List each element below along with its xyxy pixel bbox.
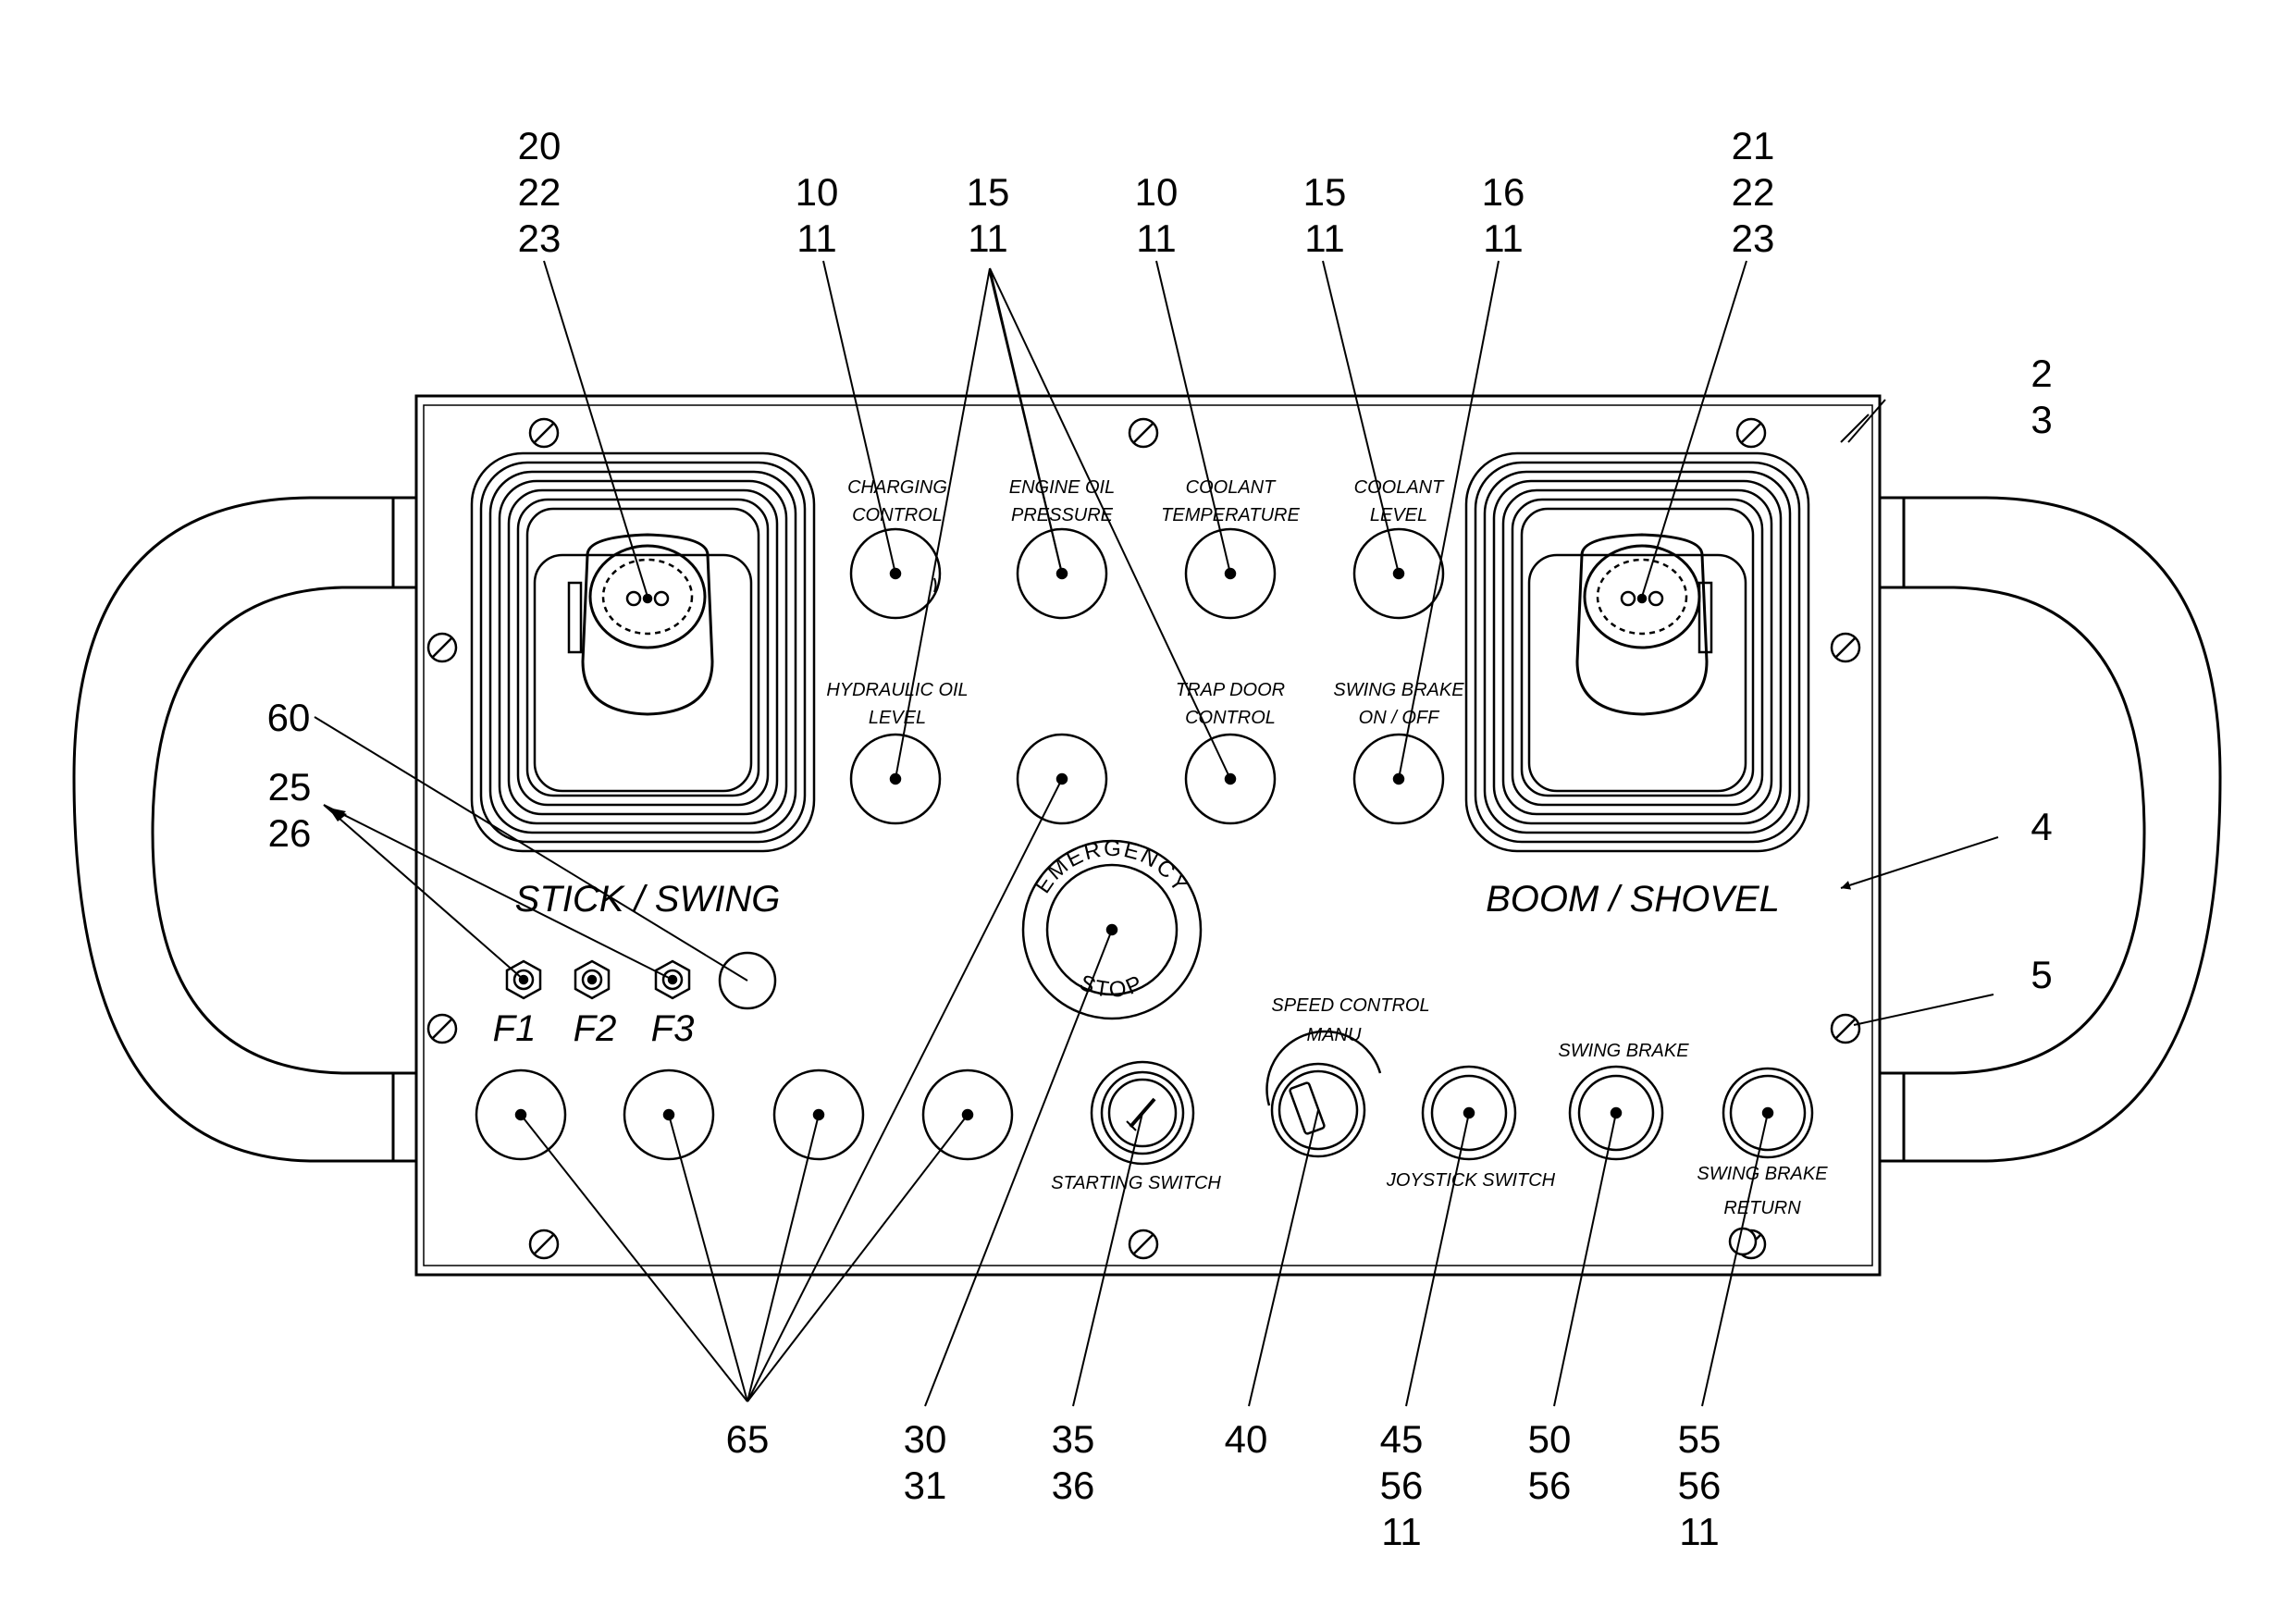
callout-40: 40	[1225, 1417, 1268, 1461]
label-f3: F3	[651, 1008, 695, 1049]
label-starting-switch: STARTING SWITCH	[1051, 1173, 1221, 1193]
label-swing-brake-return: SWING BRAKE	[1697, 1164, 1828, 1184]
left-handle	[72, 496, 416, 1163]
label-stop: STOP	[1076, 970, 1149, 1004]
callout-11: 11	[796, 216, 837, 260]
label-swing-brake: SWING BRAKE	[1333, 680, 1464, 700]
callout-22: 22	[1732, 170, 1775, 214]
callout-22: 22	[518, 170, 562, 214]
callout-20: 20	[518, 124, 562, 167]
screw	[1735, 417, 1767, 449]
right-joystick[interactable]	[1464, 451, 1810, 853]
callout-15: 15	[967, 170, 1010, 214]
panel-plate	[414, 394, 1882, 1277]
callout-56: 56	[1380, 1464, 1424, 1507]
callout-45: 45	[1380, 1417, 1424, 1461]
arrowheads-25-26	[328, 808, 347, 821]
label-control: CONTROL	[1185, 708, 1276, 728]
callout-11: 11	[1136, 216, 1177, 260]
callout-11: 11	[968, 216, 1008, 260]
callout-65: 65	[726, 1417, 770, 1461]
callout-31: 31	[904, 1464, 947, 1507]
screw	[1830, 1013, 1861, 1044]
callout-11: 11	[1679, 1510, 1720, 1553]
label-level: LEVEL	[869, 708, 926, 728]
panel-labels: CHARGING CONTROL ENGINE OIL PRESSURE COO…	[826, 477, 1828, 1218]
push-buttons[interactable]	[1421, 1065, 1814, 1256]
screw	[426, 632, 458, 663]
callout-16: 16	[1482, 170, 1525, 214]
label-control: CONTROL	[852, 505, 943, 525]
callout-10: 10	[796, 170, 839, 214]
label-return: RETURN	[1723, 1198, 1801, 1218]
callout-15: 15	[1303, 170, 1347, 214]
screw	[1128, 1229, 1159, 1260]
label-stick-swing: STICK / SWING	[515, 879, 781, 920]
label-joystick-switch: JOYSTICK SWITCH	[1386, 1170, 1556, 1191]
screw	[1830, 632, 1861, 663]
function-labels: F1 F2 F3	[493, 1008, 695, 1049]
callout-56: 56	[1678, 1464, 1722, 1507]
callout-50: 50	[1528, 1417, 1572, 1461]
leader-lines	[314, 260, 1994, 1407]
small-lamp	[1728, 1227, 1758, 1256]
blank-plugs	[475, 1068, 1014, 1161]
function-switches[interactable]	[505, 951, 777, 1010]
screw	[1128, 417, 1159, 449]
callout-11: 11	[1304, 216, 1345, 260]
callout-56: 56	[1528, 1464, 1572, 1507]
arrow-leaders	[989, 272, 1999, 890]
callout-23: 23	[1732, 216, 1775, 260]
f2-toggle-switch	[574, 959, 611, 1000]
label-f1: F1	[493, 1008, 537, 1049]
speed-control-knob[interactable]	[1265, 1030, 1382, 1158]
label-coolant: COOLANT	[1354, 477, 1445, 498]
right-handle	[1880, 496, 2222, 1163]
callout-36: 36	[1052, 1464, 1095, 1507]
callout-5: 5	[2031, 953, 2052, 996]
callout-3: 3	[2031, 398, 2052, 441]
label-engine-oil: ENGINE OIL	[1009, 477, 1115, 498]
callout-2: 2	[2031, 352, 2052, 395]
callout-11: 11	[1381, 1510, 1422, 1553]
callout-4: 4	[2031, 805, 2052, 848]
label-f2: F2	[574, 1008, 617, 1049]
callout-35: 35	[1052, 1417, 1095, 1461]
label-hydraulic-oil: HYDRAULIC OIL	[826, 680, 968, 700]
indicator-lamps	[849, 527, 1445, 825]
callout-55: 55	[1678, 1417, 1722, 1461]
callout-26: 26	[268, 811, 312, 855]
label-on-off: ON / OFF	[1359, 708, 1440, 728]
emergency-stop-button[interactable]	[1021, 839, 1203, 1020]
label-level: LEVEL	[1370, 505, 1427, 525]
callout-30: 30	[904, 1417, 947, 1461]
screw	[528, 417, 560, 449]
callout-23: 23	[518, 216, 562, 260]
callout-25: 25	[268, 765, 312, 809]
label-speed-control: SPEED CONTROL	[1271, 995, 1429, 1016]
label-charging: CHARGING	[847, 477, 947, 498]
label-temperature: TEMPERATURE	[1161, 505, 1300, 525]
left-joystick[interactable]	[470, 451, 816, 853]
label-swing-brake: SWING BRAKE	[1558, 1041, 1689, 1061]
callout-60: 60	[267, 696, 311, 739]
label-emergency: EMERGENCY	[1031, 836, 1194, 898]
starting-switch[interactable]	[1090, 1060, 1195, 1166]
label-coolant: COOLANT	[1186, 477, 1277, 498]
screw	[528, 1229, 560, 1260]
label-trap-door: TRAP DOOR	[1176, 680, 1285, 700]
label-pressure: PRESSURE	[1011, 505, 1114, 525]
callout-10: 10	[1135, 170, 1179, 214]
callout-21: 21	[1732, 124, 1775, 167]
callouts: 20 22 23 10 11 15 11 10 11 15 11 16 11 2…	[267, 124, 2053, 1553]
callout-11: 11	[1483, 216, 1524, 260]
label-boom-shovel: BOOM / SHOVEL	[1486, 879, 1780, 920]
screw	[426, 1013, 458, 1044]
label-manu: MANU	[1307, 1025, 1362, 1045]
